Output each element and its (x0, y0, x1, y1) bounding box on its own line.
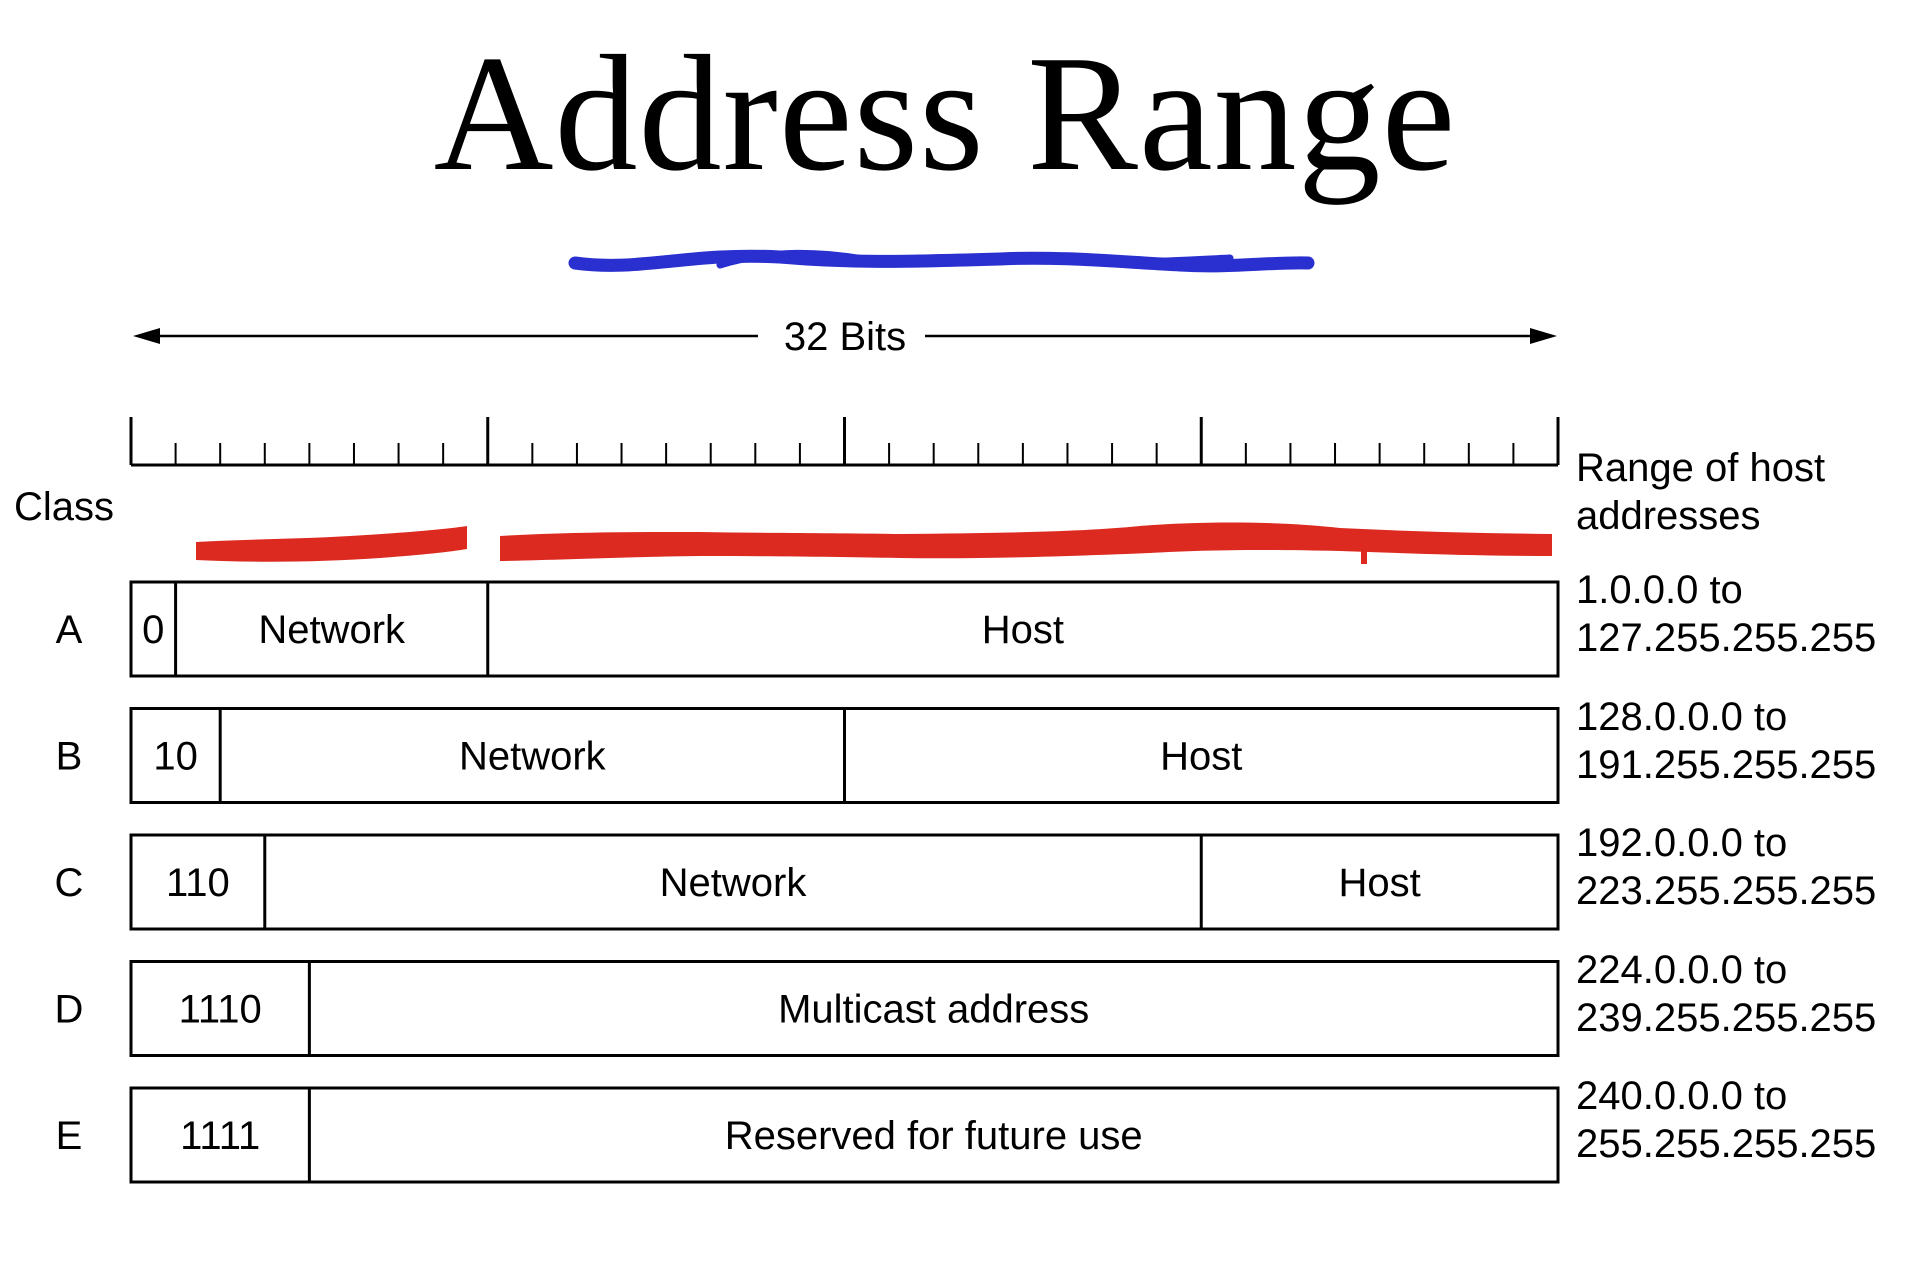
row-box (129, 1086, 1560, 1184)
bit-ruler (129, 417, 1560, 467)
range-header: Range of host addresses (1576, 444, 1906, 540)
range-header-line1: Range of host (1576, 446, 1826, 490)
range-to: 239.255.255.255 (1576, 995, 1877, 1040)
class-letter: D (55, 988, 84, 1032)
width-arrow (133, 328, 1557, 344)
class-row-c: C 110 Network Host (55, 833, 1560, 931)
prefix-bits: 110 (166, 861, 230, 905)
class-header: Class (14, 485, 114, 529)
range-from: 192.0.0.0 to (1576, 821, 1788, 865)
prefix-bits: 10 (153, 735, 198, 779)
class-row-b: B 10 Network Host (56, 707, 1560, 804)
range-to: 127.255.255.255 (1576, 616, 1877, 660)
row-box (129, 833, 1560, 931)
range-to: 255.255.255.255 (1576, 1122, 1877, 1166)
class-letter: A (56, 608, 83, 652)
width-label: 32 Bits (784, 315, 906, 359)
field-label-multicast-address: Multicast address (778, 988, 1089, 1032)
prefix-bits: 0 (142, 608, 164, 652)
range-to: 191.255.255.255 (1576, 742, 1877, 787)
prefix-bits: 1111 (180, 1114, 260, 1158)
range-header-line2: addresses (1576, 494, 1761, 538)
class-letter: C (55, 861, 84, 905)
class-letter: B (56, 735, 83, 779)
page-title: Address Range (433, 21, 1457, 205)
red-annotation-host (500, 522, 1552, 561)
range-from: 224.0.0.0 to (1576, 947, 1788, 992)
range-from: 240.0.0.0 to (1576, 1074, 1788, 1118)
field-label-host: Host (982, 608, 1064, 652)
class-letter: E (56, 1114, 83, 1158)
row-box (129, 960, 1560, 1057)
range-from: 1.0.0.0 to (1576, 568, 1743, 612)
class-row-e: E 1111 Reserved for future use (56, 1086, 1560, 1184)
row-box (129, 580, 1560, 678)
range-to: 223.255.255.255 (1576, 869, 1877, 913)
field-label-network: Network (660, 861, 808, 905)
range-from: 128.0.0.0 to (1576, 694, 1788, 739)
prefix-bits: 1110 (179, 988, 262, 1032)
field-label-host: Host (1339, 861, 1421, 905)
field-label-network: Network (459, 735, 607, 779)
field-label-host: Host (1160, 735, 1242, 779)
red-cursor-mark (1361, 534, 1367, 564)
arrow-left-head (133, 328, 160, 344)
class-row-d: D 1110 Multicast address (55, 960, 1560, 1057)
blue-underline-annotation-overlap (716, 249, 1234, 269)
arrow-right-head (1530, 328, 1557, 344)
field-label-reserved-for-future-use: Reserved for future use (725, 1114, 1143, 1158)
red-annotation-network (196, 526, 467, 562)
class-row-a: A 0 Network Host (56, 580, 1560, 678)
field-label-network: Network (258, 608, 406, 652)
